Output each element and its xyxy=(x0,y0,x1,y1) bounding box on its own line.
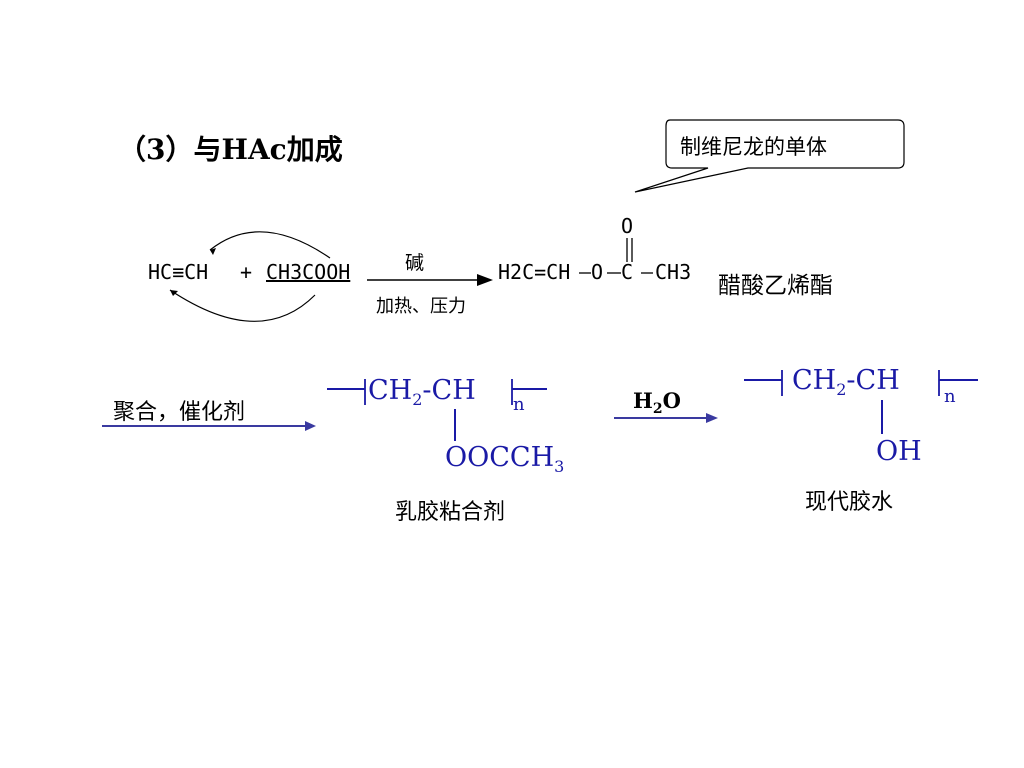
product-name-vinyl-acetate: 醋酸乙烯酯 xyxy=(718,273,833,299)
condition-heat-pressure: 加热、压力 xyxy=(376,296,466,317)
polymerization-condition: 聚合，催化剂 xyxy=(113,400,246,425)
hydrolysis-condition: H2O xyxy=(633,388,681,417)
reaction-arrow-1 xyxy=(367,274,493,286)
h-letter: H xyxy=(633,388,653,413)
pva-subscript-n: n xyxy=(944,386,956,407)
polymer-pvac-chain: CH2-CH xyxy=(368,375,476,409)
product-formula: H2C=CH xyxy=(498,260,570,284)
ch-right: CH xyxy=(184,260,209,284)
polymer-pva-bonds xyxy=(327,379,547,441)
pvac-chain-text: CH2-CH xyxy=(368,375,476,409)
pva-sidegroup: OH xyxy=(876,436,922,467)
hc-left: HC xyxy=(148,260,173,284)
ester-bonds xyxy=(579,238,653,274)
condition-base: 碱 xyxy=(405,252,425,274)
ester-oxygen: O xyxy=(591,260,604,284)
reactant-acetic-acid: CH3COOH xyxy=(266,260,351,284)
o-letter: O xyxy=(662,388,681,413)
reaction-arrow-2 xyxy=(102,421,316,431)
polymer-pva-bonds-2 xyxy=(744,370,978,434)
carbonyl-oxygen: O xyxy=(621,214,634,238)
h2o-subscript: 2 xyxy=(652,401,663,417)
triple-bond: ≡ xyxy=(172,260,185,284)
product-vinyl: H2C=CH xyxy=(498,260,571,284)
polymer-pva-chain: CH2-CH xyxy=(792,365,900,399)
reactant-acetylene: HC≡CH xyxy=(148,260,208,284)
polymer-name-latex-adhesive: 乳胶粘合剂 xyxy=(395,500,506,525)
plus-sign: + xyxy=(240,260,253,284)
curved-arrows xyxy=(169,231,331,322)
pvac-subscript-n: n xyxy=(513,394,525,415)
section-heading: （3）与HAc加成 xyxy=(118,133,343,166)
callout-bubble xyxy=(634,119,905,193)
methyl-group: CH3 xyxy=(655,260,692,284)
pvac-sidegroup: OOCCH3 xyxy=(445,442,565,476)
carbonyl-carbon: C xyxy=(621,260,634,284)
pva-chain-text: CH2-CH xyxy=(792,365,900,399)
polymer-name-modern-glue: 现代胶水 xyxy=(805,490,894,515)
callout-text: 制维尼龙的单体 xyxy=(680,135,827,159)
reaction-arrow-3 xyxy=(614,413,718,423)
